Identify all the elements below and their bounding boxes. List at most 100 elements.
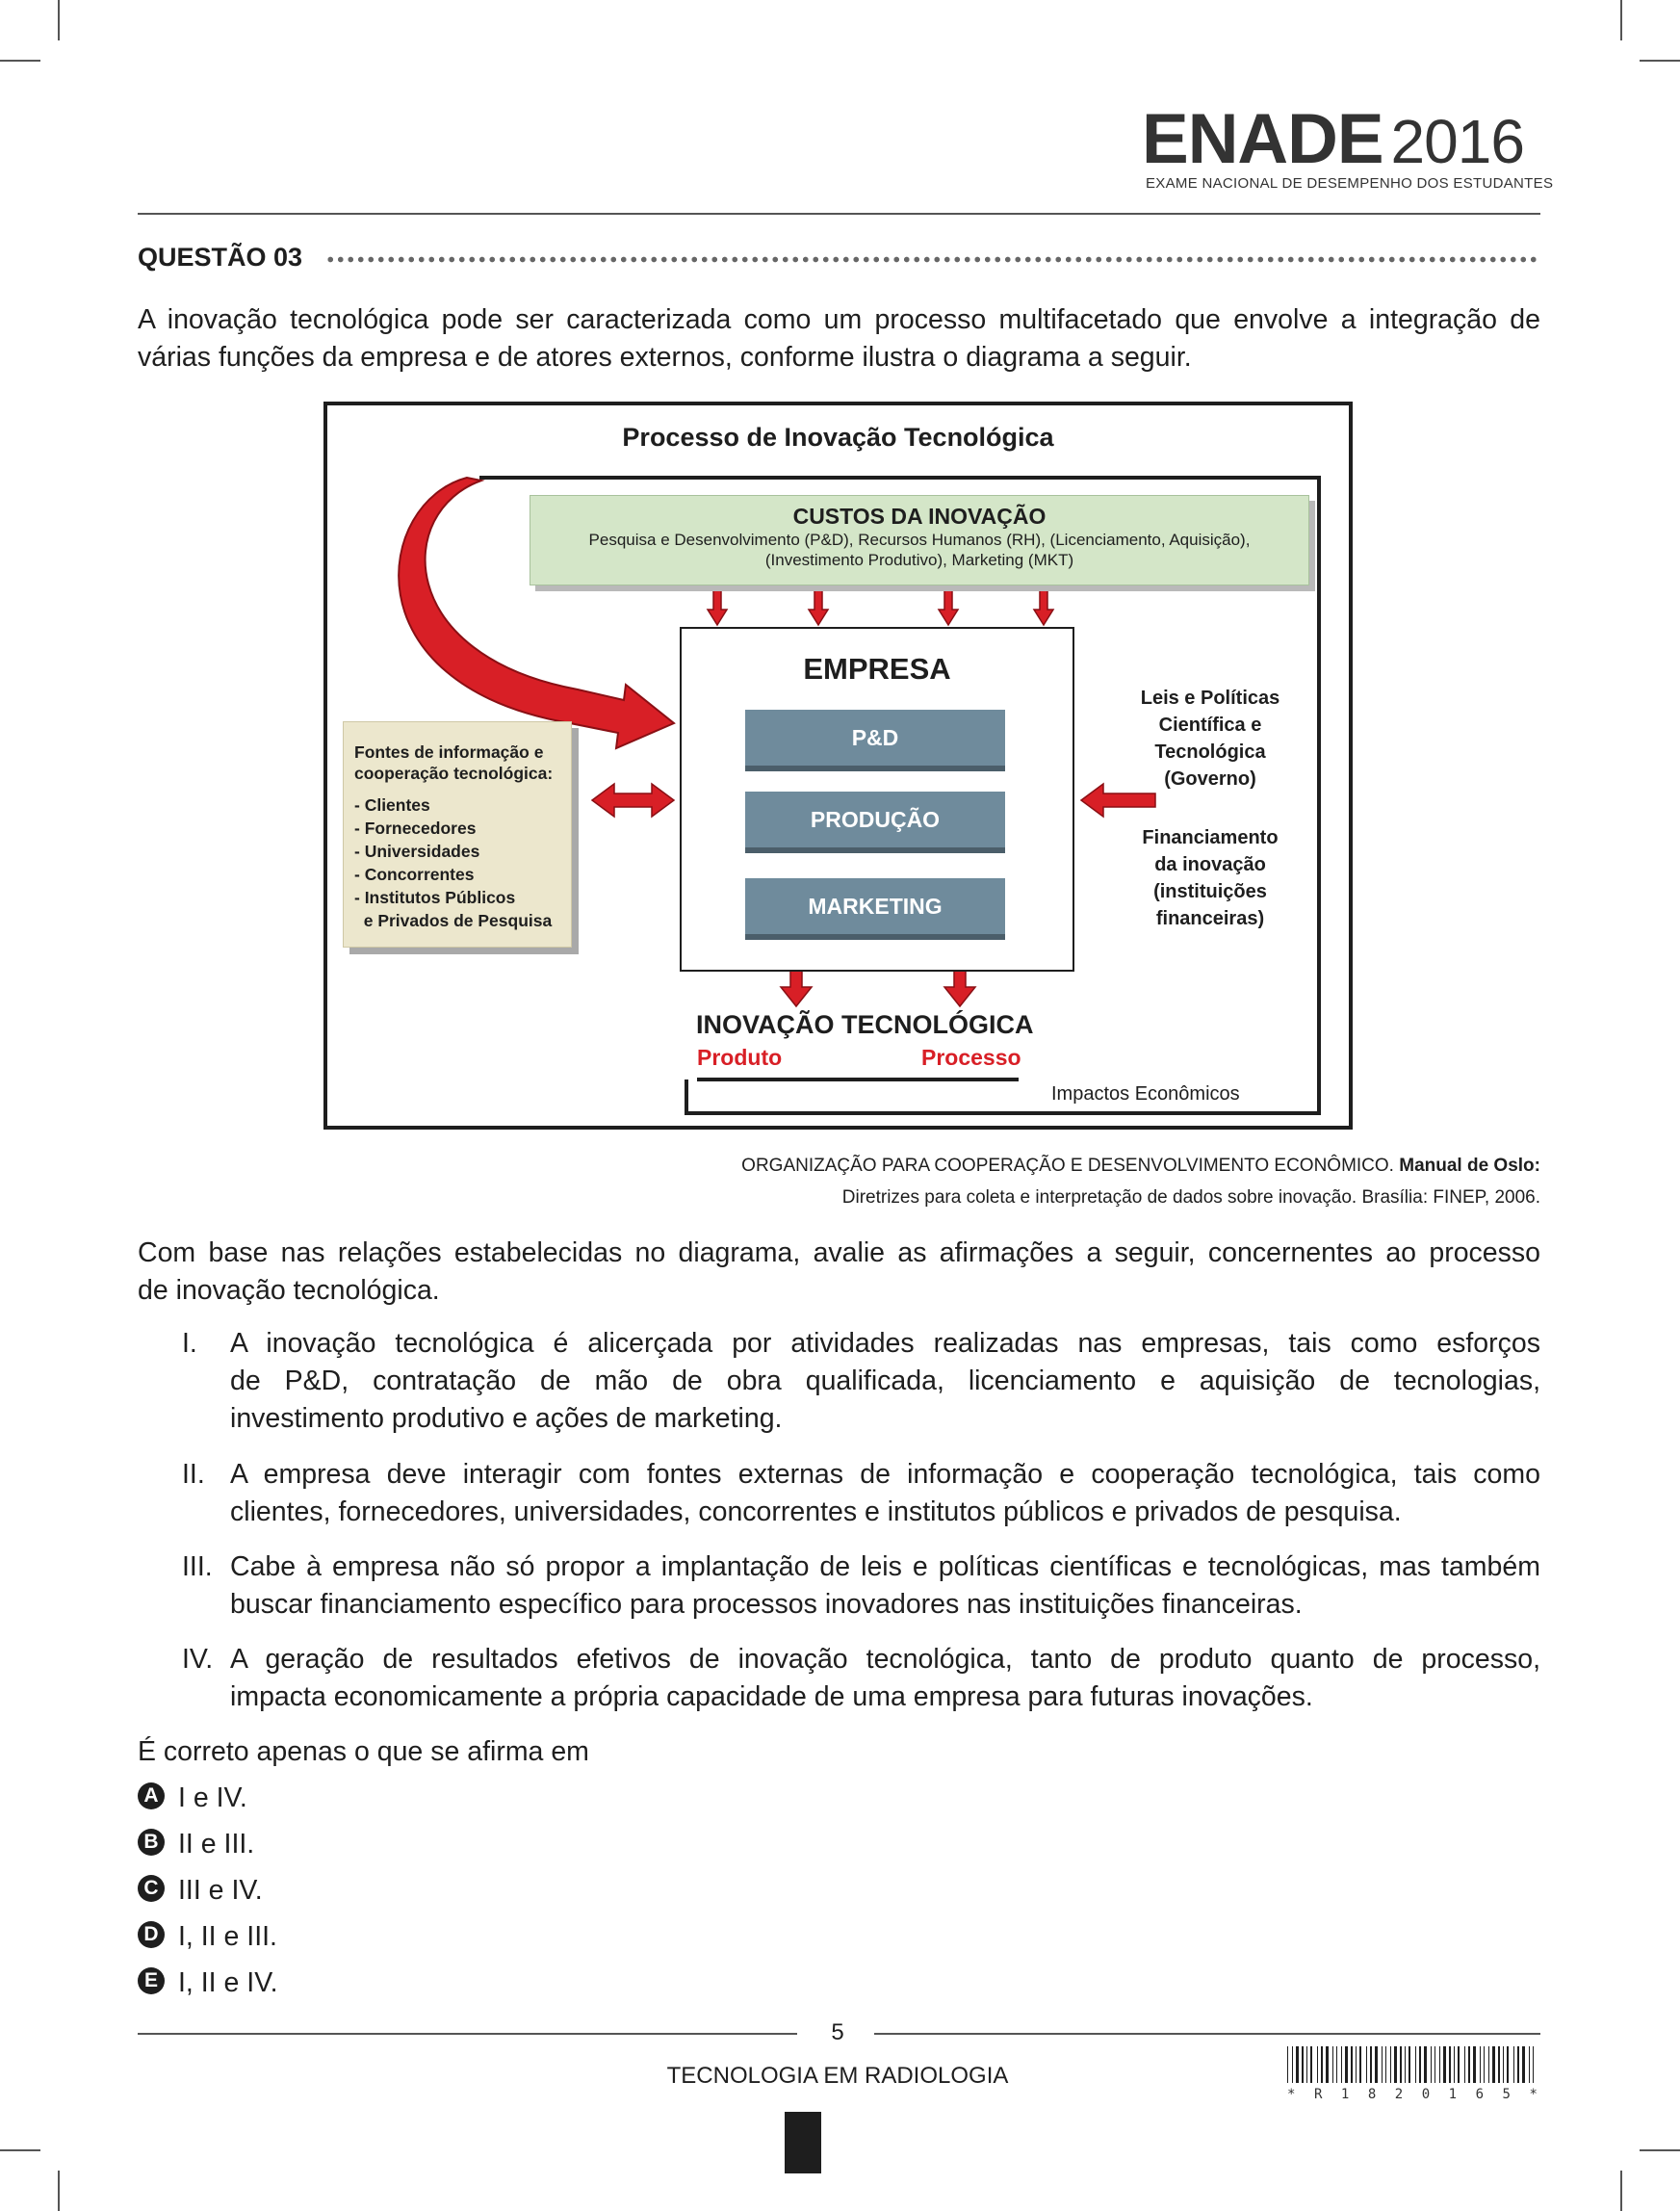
barcode-bar — [1405, 2046, 1406, 2083]
cost-arrow — [1032, 589, 1055, 627]
empresa-box: EMPRESA P&D PRODUÇÃO MARKETING — [680, 627, 1074, 972]
prompt-line-2: de inovação tecnológica. — [138, 1275, 440, 1306]
crop-mark — [0, 60, 40, 62]
barcode-bar — [1419, 2046, 1421, 2083]
barcode-bar — [1341, 2046, 1342, 2083]
barcode-char: R — [1313, 2087, 1323, 2102]
barcode-bar — [1449, 2046, 1451, 2083]
option-text: I, II e IV. — [178, 1967, 278, 1998]
cost-arrow — [937, 589, 960, 627]
barcode-bar — [1345, 2046, 1348, 2083]
crop-mark — [1640, 2149, 1680, 2151]
option-text: I, II e III. — [178, 1921, 277, 1952]
statement-line: A inovação tecnológica é alicerçada por … — [230, 1328, 1540, 1359]
option-letter-icon: E — [138, 1967, 165, 1995]
cost-arrow — [706, 589, 729, 627]
citation-line-2: Diretrizes para coleta e interpretação d… — [841, 1187, 1540, 1208]
laws-line: (Governo) — [1164, 768, 1256, 790]
process-label: Processo — [921, 1045, 1021, 1070]
barcode-bar — [1498, 2046, 1500, 2083]
dept-marketing: MARKETING — [745, 878, 1005, 934]
impacts-label: Impactos Econômicos — [1051, 1083, 1240, 1105]
question-title: QUESTÃO 03 — [138, 243, 303, 272]
barcode-char: 1 — [1340, 2087, 1350, 2102]
barcode-char: 8 — [1367, 2087, 1377, 2102]
barcode-bar — [1292, 2046, 1293, 2083]
costs-box: CUSTOS DA INOVAÇÃO Pesquisa e Desenvolvi… — [530, 495, 1309, 585]
sources-title-line: cooperação tecnológica: — [354, 764, 554, 783]
barcode-bar — [1394, 2046, 1397, 2083]
barcode-bar — [1480, 2046, 1481, 2083]
barcode-bar — [1366, 2046, 1367, 2083]
barcode-bar — [1287, 2046, 1288, 2083]
product-output-arrow — [779, 967, 814, 1008]
barcode-bar — [1513, 2046, 1514, 2083]
crop-mark — [1620, 2171, 1622, 2211]
barcode-bar — [1326, 2046, 1329, 2083]
process-output-arrow — [943, 967, 977, 1008]
barcode-bar — [1488, 2046, 1489, 2083]
course-name: TECNOLOGIA EM RADIOLOGIA — [666, 2063, 1009, 2089]
option-e[interactable]: E I, II e IV. — [138, 1966, 278, 1999]
feedback-curved-arrow — [398, 476, 676, 750]
sources-item: - Concorrentes — [354, 865, 475, 884]
barcode-bar — [1385, 2046, 1386, 2083]
statement-line: A empresa deve interagir com fontes exte… — [230, 1459, 1540, 1490]
barcode-char: 5 — [1502, 2087, 1511, 2102]
footer-divider-left — [138, 2033, 797, 2035]
sources-item: - Universidades — [354, 842, 480, 861]
sources-item: - Fornecedores — [354, 819, 477, 838]
barcode-bar — [1400, 2046, 1402, 2083]
option-letter-icon: C — [138, 1875, 165, 1903]
barcode-bar — [1306, 2046, 1307, 2083]
option-text: I e IV. — [178, 1782, 247, 1813]
barcode-bar — [1473, 2046, 1476, 2083]
registration-mark — [785, 2112, 821, 2173]
option-d[interactable]: D I, II e III. — [138, 1920, 277, 1953]
innovation-label: INOVAÇÃO TECNOLÓGICA — [696, 1010, 1034, 1039]
barcode-bar — [1458, 2046, 1460, 2083]
exam-subtitle: EXAME NACIONAL DE DESEMPENHO DOS ESTUDAN… — [1146, 175, 1554, 192]
barcode-bar — [1317, 2046, 1318, 2083]
option-letter-icon: D — [138, 1921, 165, 1949]
barcode-bar — [1522, 2046, 1525, 2083]
crop-mark — [0, 2149, 40, 2151]
barcode-char: * — [1287, 2087, 1296, 2102]
barcode-bar — [1484, 2046, 1485, 2083]
crop-mark — [58, 0, 60, 40]
statement-line: buscar financiamento específico para pro… — [230, 1589, 1303, 1620]
financing-line: Financiamento — [1142, 827, 1279, 848]
statement-line: A geração de resultados efetivos de inov… — [230, 1644, 1540, 1675]
sources-title-line: Fontes de informação e — [354, 742, 544, 762]
laws-label: Leis e Políticas Científica e Tecnológic… — [1109, 685, 1311, 793]
dept-producao: PRODUÇÃO — [745, 792, 1005, 847]
barcode-char: 0 — [1421, 2087, 1431, 2102]
barcode-bar — [1409, 2046, 1410, 2083]
cost-arrow — [807, 589, 830, 627]
footer-divider-right — [874, 2033, 1540, 2035]
barcode-bar — [1375, 2046, 1378, 2083]
diagram-connectors — [398, 476, 1321, 1115]
costs-line-2: (Investimento Produtivo), Marketing (MKT… — [764, 551, 1074, 569]
option-text: III e IV. — [178, 1875, 263, 1906]
barcode-bar — [1443, 2046, 1446, 2083]
product-label: Produto — [697, 1045, 783, 1070]
statement-line: investimento produtivo e ações de market… — [230, 1403, 783, 1434]
statement-number: II. — [182, 1459, 205, 1490]
barcode-bar — [1332, 2046, 1333, 2083]
financing-line: financeiras) — [1155, 908, 1265, 929]
barcode-bar — [1321, 2046, 1323, 2083]
dept-pd: P&D — [745, 710, 1005, 766]
barcode-bar — [1424, 2046, 1427, 2083]
government-arrow — [1079, 782, 1156, 819]
barcode-bar — [1370, 2046, 1372, 2083]
page-number: 5 — [831, 2019, 844, 2045]
barcode-bar — [1415, 2046, 1416, 2083]
barcode-bar — [1390, 2046, 1391, 2083]
barcode-bar — [1296, 2046, 1299, 2083]
financing-line: da inovação — [1154, 854, 1266, 875]
option-c[interactable]: C III e IV. — [138, 1874, 263, 1907]
